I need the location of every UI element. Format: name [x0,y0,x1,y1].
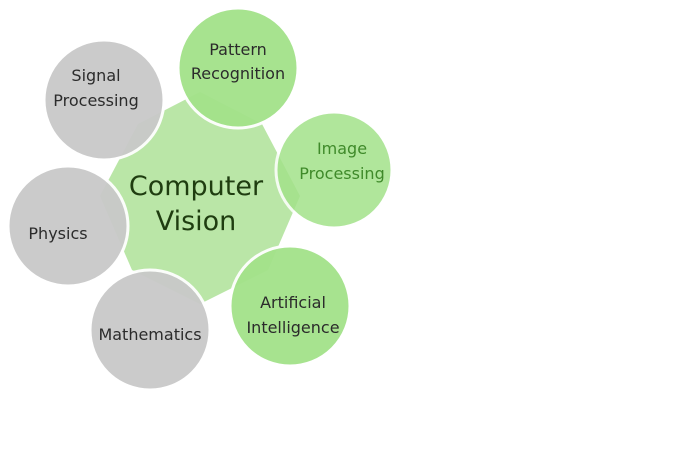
node-circle-artificial-intelligence [228,244,352,368]
node-circle-image-processing [274,110,394,230]
node-label-artificial-intelligence-2: Intelligence [246,318,339,337]
node-image-processing: Image Processing [274,110,394,230]
node-label-mathematics-1: Mathematics [98,325,201,344]
node-label-image-processing-1: Image [317,139,367,158]
node-label-pattern-recognition-2: Recognition [191,64,285,83]
node-label-pattern-recognition-1: Pattern [209,40,267,59]
center-shape [100,92,300,304]
node-mathematics: Mathematics [88,268,212,392]
center-label-line-1: Computer [129,171,264,202]
node-physics: Physics [6,164,130,288]
center-label-line-2: Vision [156,206,237,237]
node-label-signal-processing-1: Signal [71,66,120,85]
node-label-image-processing-2: Processing [299,164,384,183]
node-circle-mathematics [88,268,212,392]
node-label-signal-processing-2: Processing [53,91,138,110]
node-circle-signal-processing [42,38,166,162]
node-label-physics-1: Physics [28,224,87,243]
node-label-artificial-intelligence-1: Artificial [260,293,326,312]
node-signal-processing: Signal Processing [42,38,166,162]
node-artificial-intelligence: Artificial Intelligence [228,244,352,368]
center-node: Computer Vision [100,92,300,304]
node-circle-physics [6,164,130,288]
node-circle-pattern-recognition [176,6,300,130]
node-pattern-recognition: Pattern Recognition [176,6,300,130]
